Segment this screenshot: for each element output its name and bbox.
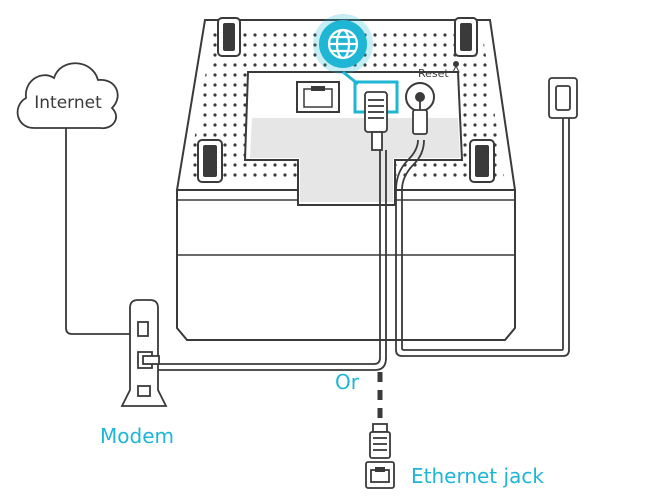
ethernet-wall-jack: [365, 461, 395, 489]
reset-arrow-icon: [452, 64, 460, 73]
router: [175, 17, 517, 341]
modem-to-router-cable: [158, 150, 381, 365]
cloud-icon: [16, 62, 119, 130]
reset-hole: [453, 61, 459, 67]
power-adapter: [548, 77, 578, 119]
internet-to-modem-cable: [65, 128, 140, 335]
router-front-face: [176, 189, 516, 341]
ethernet-plug: [364, 91, 388, 151]
modem-label: Modem: [100, 424, 174, 448]
modem-port: [137, 385, 151, 397]
internet-cloud: Internet: [16, 62, 119, 130]
reset-label: Reset: [418, 67, 449, 80]
globe-callout: [313, 14, 373, 86]
or-label: Or: [335, 370, 360, 394]
router-ethernet-port: [296, 81, 340, 113]
modem: [120, 299, 168, 407]
power-cable: [395, 118, 570, 357]
modem-port: [137, 321, 149, 337]
ethernet-jack-label: Ethernet jack: [411, 464, 544, 488]
power-plug: [412, 97, 428, 135]
cables: [65, 118, 570, 422]
internet-label: Internet: [34, 93, 102, 113]
ethernet-jack-plug: [369, 423, 391, 459]
router-recess-floor: [250, 118, 460, 202]
